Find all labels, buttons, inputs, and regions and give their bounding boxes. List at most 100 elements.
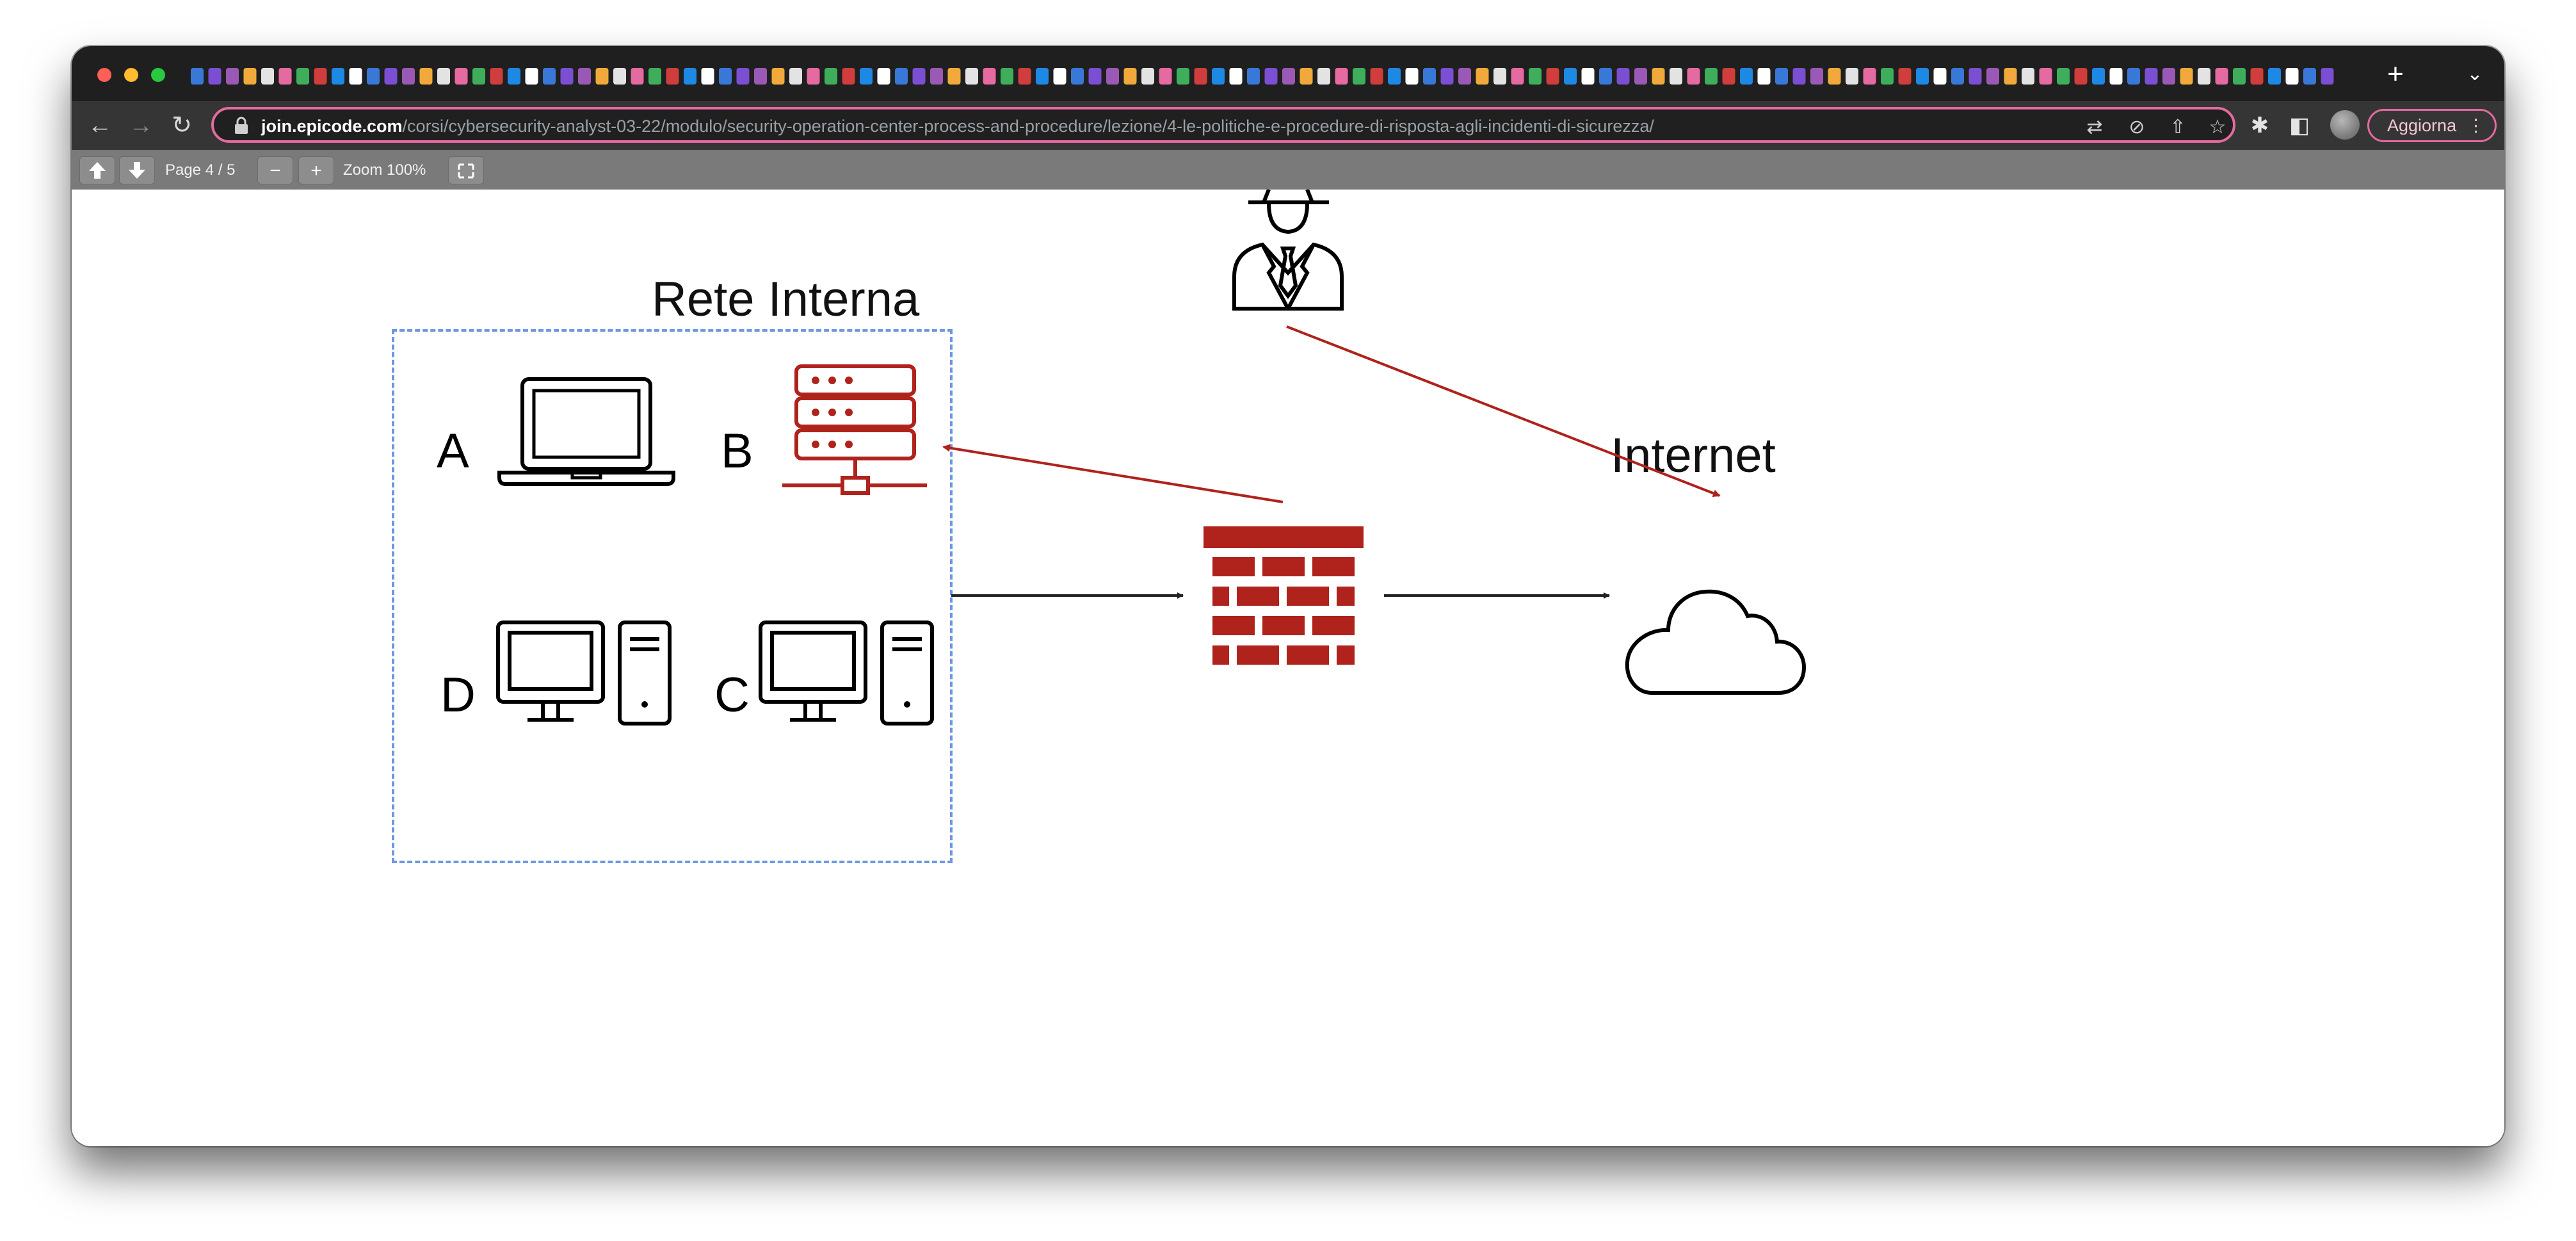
side-panel-icon[interactable]: ◧ (2289, 113, 2310, 138)
tab-favicon[interactable] (1705, 68, 1718, 85)
tab-favicon[interactable] (983, 68, 996, 85)
tab-favicon[interactable] (1546, 68, 1559, 85)
tab-favicon[interactable] (1405, 68, 1419, 85)
tab-favicon[interactable] (2039, 68, 2052, 85)
tab-favicon[interactable] (1810, 68, 1823, 85)
tab-favicon[interactable] (490, 68, 503, 85)
tab-favicon[interactable] (684, 68, 696, 85)
tab-favicon[interactable] (1036, 68, 1049, 85)
tab-favicon[interactable] (1423, 68, 1436, 85)
tab-favicon[interactable] (1335, 68, 1348, 85)
tab-favicon[interactable] (771, 68, 785, 85)
tab-favicon[interactable] (2022, 68, 2034, 85)
minimize-window-button[interactable] (124, 68, 138, 82)
tab-favicon[interactable] (1916, 68, 1929, 85)
tab-favicon[interactable] (947, 68, 961, 85)
tab-favicon[interactable] (2127, 68, 2140, 85)
bookmark-star-icon[interactable]: ☆ (2209, 117, 2226, 138)
tab-favicon[interactable] (1863, 68, 1876, 85)
tab-favicon[interactable] (191, 68, 204, 85)
tab-favicon[interactable] (930, 68, 943, 85)
forward-button[interactable]: → (129, 112, 153, 139)
tab-favicon[interactable] (1018, 68, 1031, 85)
tab-favicon[interactable] (701, 68, 714, 85)
tab-favicon[interactable] (1001, 68, 1013, 85)
tab-favicon[interactable] (736, 68, 750, 85)
tab-favicon[interactable] (332, 68, 344, 85)
close-window-button[interactable] (97, 68, 111, 82)
tab-favicon[interactable] (1476, 68, 1489, 85)
tab-favicon[interactable] (1529, 68, 1542, 85)
tab-favicon[interactable] (314, 68, 327, 85)
tab-favicon[interactable] (2145, 68, 2158, 85)
tab-favicon[interactable] (1300, 68, 1313, 85)
tab-favicon[interactable] (1881, 68, 1894, 85)
tab-favicon[interactable] (1282, 68, 1295, 85)
tab-favicon[interactable] (1740, 68, 1753, 85)
tab-favicon[interactable] (437, 68, 450, 85)
tab-favicon[interactable] (1053, 68, 1067, 85)
tab-favicon[interactable] (402, 68, 415, 85)
tab-favicon[interactable] (1388, 68, 1401, 85)
tab-favicon[interactable] (666, 68, 679, 85)
update-button[interactable]: Aggiorna ⋮ (2367, 109, 2497, 142)
zoom-window-button[interactable] (151, 68, 165, 82)
tab-favicon[interactable] (455, 68, 468, 85)
tab-favicon[interactable] (1106, 68, 1119, 85)
tab-favicon[interactable] (648, 68, 661, 85)
tab-favicon[interactable] (1177, 68, 1189, 85)
tab-favicon[interactable] (278, 68, 292, 85)
share-icon[interactable]: ⇧ (2169, 117, 2186, 138)
reload-button[interactable]: ↻ (172, 112, 192, 139)
tab-favicon[interactable] (1599, 68, 1612, 85)
tab-favicon[interactable] (2303, 68, 2316, 85)
tab-favicon[interactable] (2180, 68, 2193, 85)
back-button[interactable]: ← (88, 112, 112, 139)
tab-favicon[interactable] (2004, 68, 2017, 85)
tab-favicon[interactable] (613, 68, 626, 85)
tab-favicon[interactable] (2215, 68, 2228, 85)
tab-favicon[interactable] (419, 68, 433, 85)
tab-favicon[interactable] (1722, 68, 1735, 85)
tab-favicon[interactable] (208, 68, 221, 85)
tab-favicon[interactable] (1229, 68, 1243, 85)
tab-favicon[interactable] (1846, 68, 1858, 85)
tab-favicon[interactable] (2285, 68, 2299, 85)
tab-favicon[interactable] (578, 68, 591, 85)
tab-favicon[interactable] (595, 68, 609, 85)
tab-favicon[interactable] (525, 68, 538, 85)
tab-favicon[interactable] (1792, 68, 1806, 85)
url-text[interactable]: join.epicode.com/corsi/cybersecurity-ana… (261, 116, 1654, 136)
tab-favicon[interactable] (226, 68, 239, 85)
tab-favicon[interactable] (367, 68, 380, 85)
tab-favicon[interactable] (560, 68, 574, 85)
tab-favicon[interactable] (1370, 68, 1383, 85)
tab-favicon[interactable] (1634, 68, 1647, 85)
tab-favicon[interactable] (1616, 68, 1630, 85)
tab-favicon[interactable] (1071, 68, 1084, 85)
tab-favicon[interactable] (349, 68, 362, 85)
tab-favicon[interactable] (2109, 68, 2123, 85)
tab-favicon[interactable] (2250, 68, 2264, 85)
tab-favicon[interactable] (1986, 68, 1999, 85)
tab-favicon[interactable] (508, 68, 520, 85)
tab-favicon[interactable] (384, 68, 398, 85)
extensions-icon[interactable]: ✱ (2250, 113, 2269, 138)
tab-favicon[interactable] (2074, 68, 2088, 85)
tracking-blocked-icon[interactable]: ⊘ (2129, 117, 2145, 138)
tab-favicon[interactable] (754, 68, 767, 85)
tab-favicon[interactable] (1828, 68, 1841, 85)
next-page-button[interactable] (119, 156, 155, 184)
tab-favicon[interactable] (789, 68, 802, 85)
tab-favicon[interactable] (895, 68, 908, 85)
address-bar[interactable]: join.epicode.com/corsi/cybersecurity-ana… (211, 107, 2235, 143)
tab-favicon[interactable] (296, 68, 309, 85)
profile-avatar[interactable] (2330, 110, 2360, 140)
tab-favicon[interactable] (1159, 68, 1172, 85)
fullscreen-button[interactable] (448, 156, 484, 184)
tab-favicon[interactable] (2162, 68, 2175, 85)
tab-favicon[interactable] (2057, 68, 2070, 85)
tab-favicon[interactable] (1458, 68, 1471, 85)
tab-favicon[interactable] (719, 68, 732, 85)
tab-favicon[interactable] (1194, 68, 1207, 85)
